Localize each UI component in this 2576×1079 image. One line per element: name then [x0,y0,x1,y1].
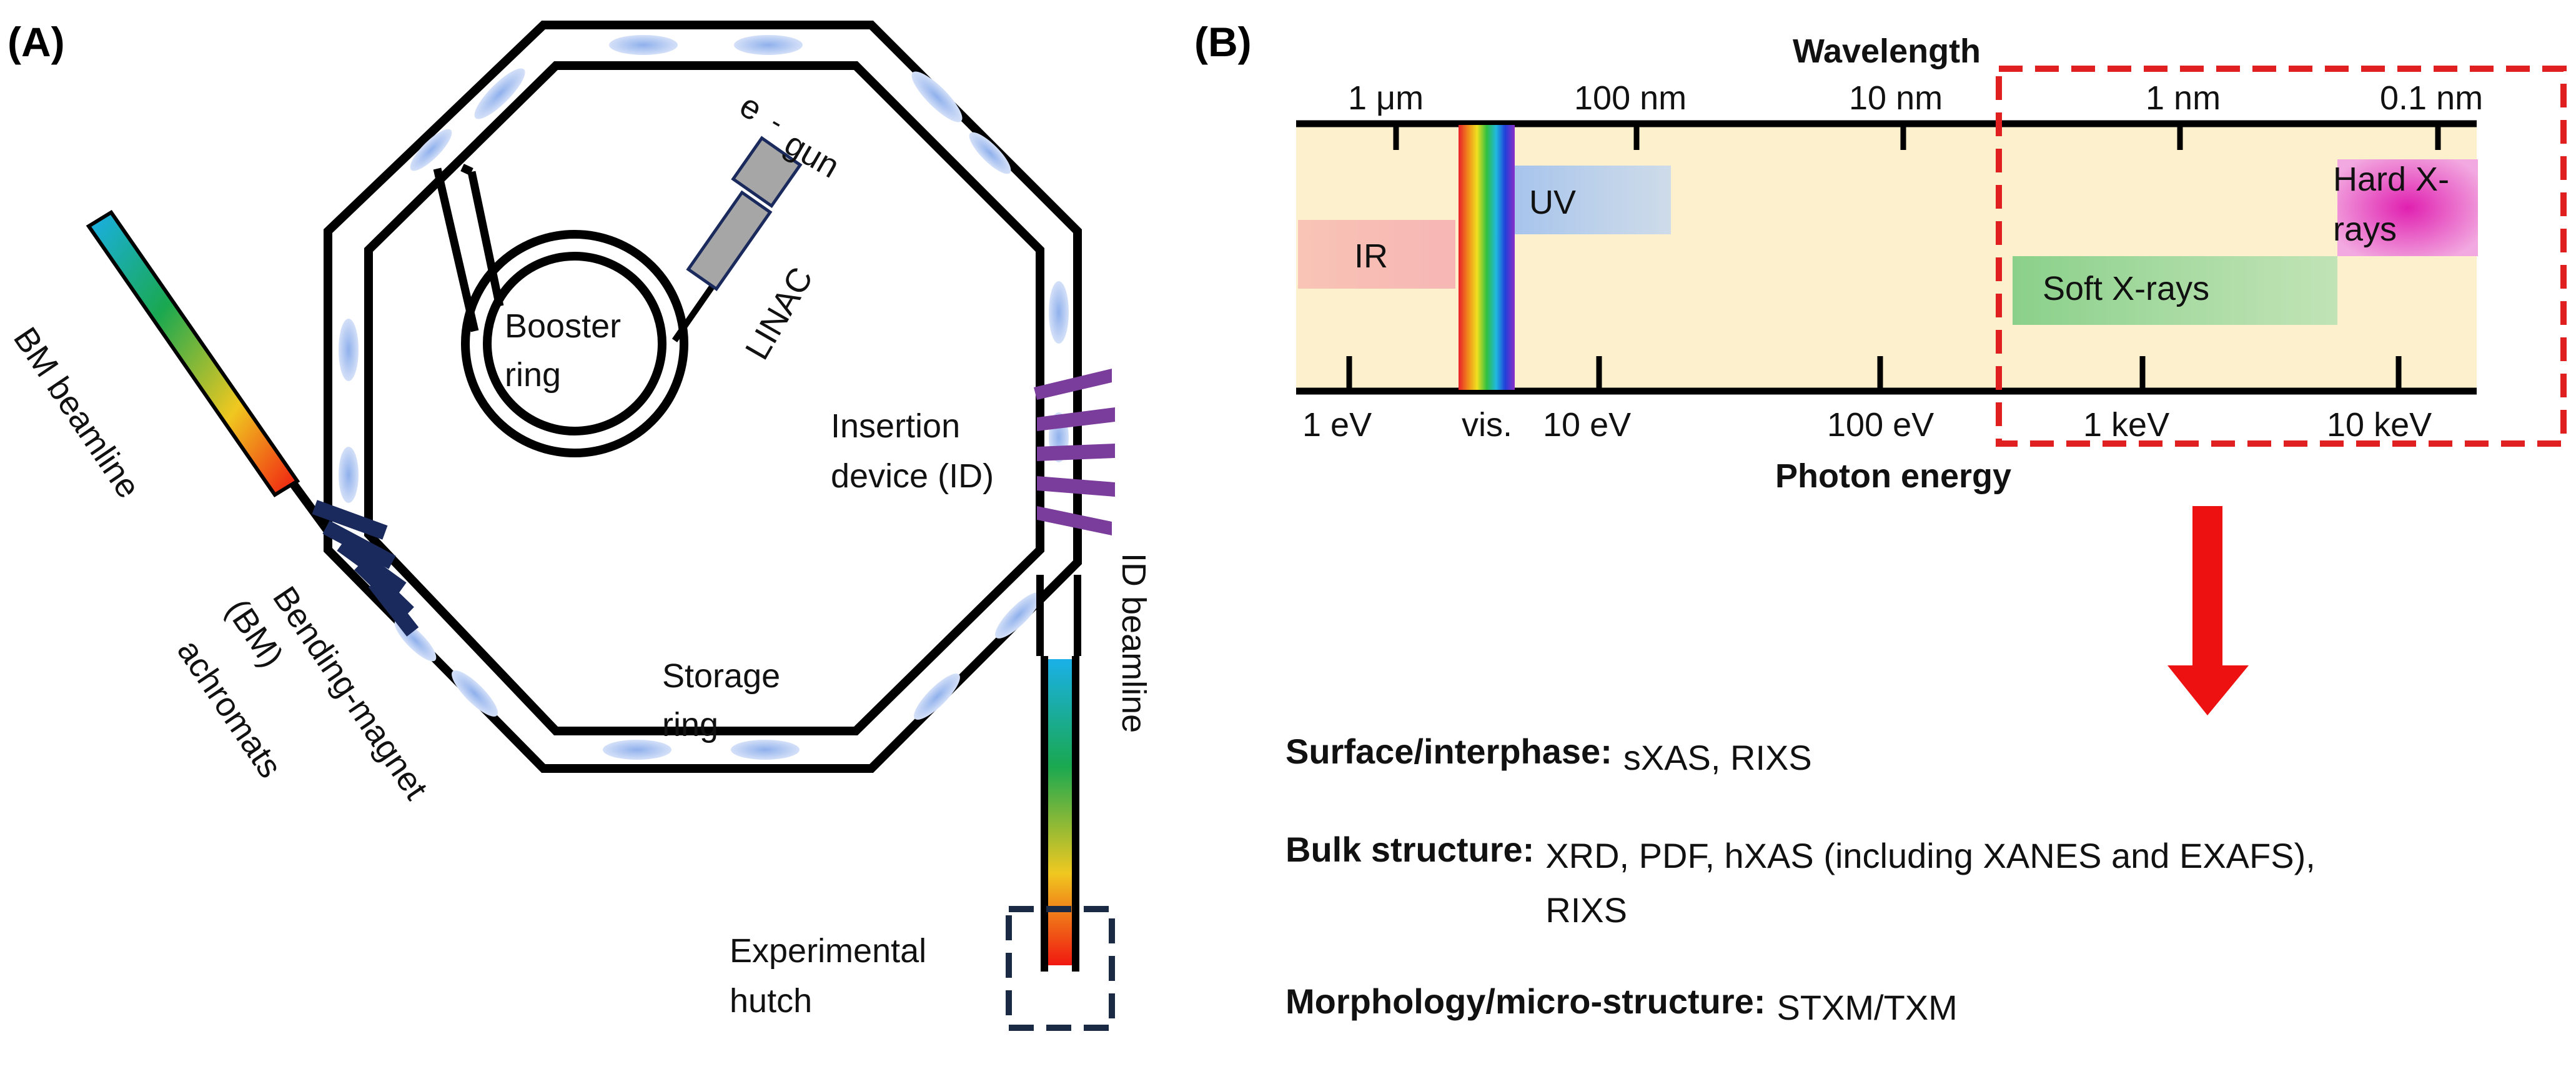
hard-xray-band [2337,159,2478,256]
insertion-device-line2: device (ID) [831,457,994,495]
electron-bunches [339,35,1069,760]
insertion-device-line1: Insertion [831,407,960,445]
technique-heading: Morphology/micro-structure: [1286,982,1766,1022]
ir-label: IR [1354,237,1388,275]
id-beamline-label: ID beamline [1115,553,1152,733]
insertion-device [1034,369,1115,535]
ir-band [1298,220,1455,289]
soft-xray-band [2013,256,2337,325]
uv-label: UV [1529,184,1576,221]
energy-tick-10kev: 10 keV [2327,406,2432,444]
wavelength-tick-1nm: 1 nm [2146,79,2221,117]
experimental-hutch-line1: Experimental [730,932,926,970]
storage-ring-line1: Storage [662,657,780,695]
wavelength-tick-1um: 1 μm [1348,79,1424,117]
bm-beamline [86,209,332,534]
technique-method: RIXS [1545,890,1627,930]
energy-tick-10ev: 10 eV [1543,406,1631,444]
panel-a-label: (A) [7,19,65,65]
technique-heading: Surface/interphase: [1286,732,1612,771]
electron-gun [731,136,803,209]
panel-b-label: (B) [1194,19,1252,65]
energy-tick-1kev: 1 keV [2083,406,2169,444]
experimental-hutch-line2: hutch [730,982,812,1020]
experimental-hutch-box [1006,906,1115,1031]
storage-ring-line2: ring [662,706,718,743]
hard-xray-line2: rays [2333,211,2397,248]
visible-label: vis. [1462,406,1512,444]
wavelength-axis [1296,120,2477,150]
technique-methods: STXM/TXM [1776,981,1957,1035]
hard-xray-line1: Hard X- [2333,161,2449,198]
wavelength-tick-0.1nm: 0.1 nm [2380,79,2483,117]
techniques-list: Surface/interphase: sXAS, RIXS Bulk stru… [1286,731,2560,1079]
technique-method: STXM/TXM [1776,988,1958,1028]
technique-row-morphology: Morphology/micro-structure: STXM/TXM [1286,981,2560,1035]
uv-band [1515,166,1671,234]
energy-tick-100ev: 100 eV [1827,406,1934,444]
technique-heading: Bulk structure: [1286,829,1535,869]
bending-magnet-achromats [312,500,419,637]
energy-axis [1296,356,2477,395]
technique-method: sXAS, RIXS [1623,738,1812,777]
visible-band [1459,125,1515,390]
technique-methods: sXAS, RIXS [1623,731,1812,785]
soft-xray-label: Soft X-rays [2043,270,2209,307]
technique-methods: XRD, PDF, hXAS (including XANES and EXAF… [1545,829,2316,938]
wavelength-tick-10nm: 10 nm [1849,79,1943,117]
linac [671,190,773,342]
booster-ring [433,164,688,457]
wavelength-tick-100nm: 100 nm [1574,79,1687,117]
energy-tick-1ev: 1 eV [1302,406,1372,444]
technique-row-surface: Surface/interphase: sXAS, RIXS [1286,731,2560,785]
technique-method: XRD, PDF, hXAS (including XANES and EXAF… [1545,835,2316,875]
down-arrow [2167,506,2249,715]
wavelength-axis-title: Wavelength [1793,32,1981,70]
technique-row-bulk: Bulk structure: XRD, PDF, hXAS (includin… [1286,829,2560,938]
bm-beamline-label: BM beamline [6,321,147,505]
booster-ring-line1: Booster [505,307,621,345]
id-beamline [1036,575,1081,972]
photon-energy-axis-title: Photon energy [1775,457,2011,495]
booster-ring-line2: ring [505,356,561,394]
storage-ring [324,21,1082,773]
